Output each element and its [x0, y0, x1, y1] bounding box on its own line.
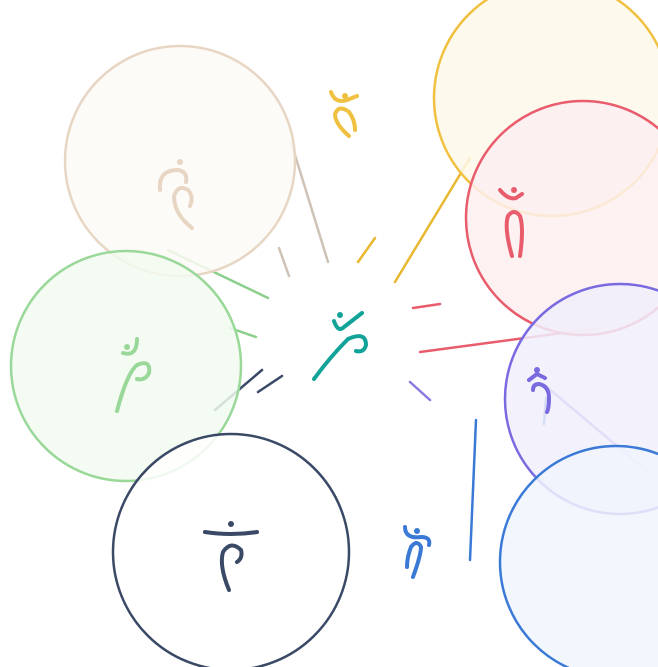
figure-arms-out-icon: [203, 521, 259, 592]
node-middle-left: [9, 249, 243, 483]
figure-sitting-icon: [157, 159, 194, 230]
figure-walking-icon: [115, 337, 152, 413]
figure-leaning-icon: [403, 525, 432, 579]
figure-reaching-icon: [329, 90, 359, 138]
figure-standing-icon: [498, 187, 524, 258]
node-bottom-left: [111, 432, 351, 667]
connector-top-center-arrow: [356, 236, 377, 264]
figure-bending-icon: [527, 367, 551, 414]
connector-bottom-right: [468, 418, 478, 562]
figure-dancing-icon: [312, 311, 368, 381]
connector-top-left: [289, 140, 330, 264]
connector-top-center: [393, 156, 472, 284]
connector-bottom-left-arrow: [256, 374, 284, 394]
connector-middle-right-arrow: [408, 380, 432, 402]
node-bottom-right: [498, 444, 658, 667]
connector-top-right-arrow: [411, 302, 442, 310]
connector-top-left-arrow: [277, 246, 291, 278]
